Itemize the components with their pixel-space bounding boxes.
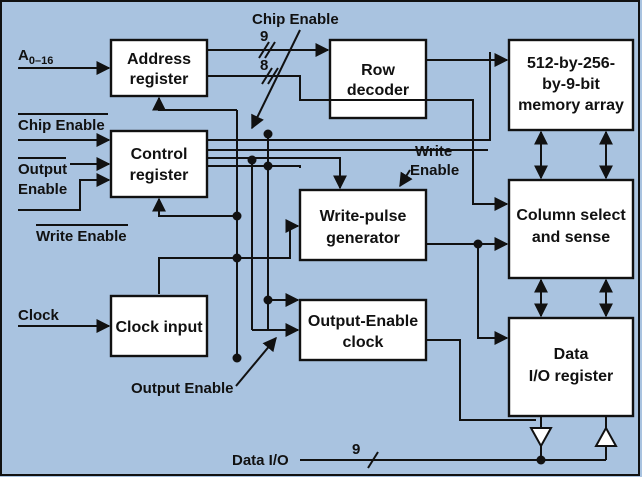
write-pulse-label-1: Write-pulse [320, 208, 407, 225]
write-enable-right-label-1: Write [415, 143, 452, 160]
output-enable-clock-label-1: Output-Enable [308, 313, 418, 330]
memory-array-label-1: 512-by-256- [527, 55, 615, 72]
bus-width-8-label: 8 [260, 57, 268, 74]
bus-slash-9b [264, 41, 276, 59]
bus-slash-data [367, 451, 379, 469]
bus-slash-8 [261, 67, 273, 85]
address-register-block: Address register [109, 38, 209, 98]
memory-array-block: 512-by-256- by-9-bit memory array [507, 38, 635, 132]
row-decoder-label-2: decoder [347, 82, 409, 99]
column-select-label-2: and sense [532, 229, 610, 246]
chip-enable-left-label: Chip Enable [18, 117, 105, 134]
junction-dots [232, 129, 546, 465]
control-to-writepulse-wire [207, 157, 347, 190]
row-decoder-label-1: Row [361, 62, 395, 79]
control-h-wire-4 [207, 165, 301, 168]
data-io-label: Data I/O [232, 452, 289, 469]
control-register-label-2: register [130, 167, 189, 184]
clock-to-bus-wire [158, 257, 237, 294]
write-pulse-generator-block: Write-pulse generator [298, 188, 428, 262]
oeclock-to-buffer-wire [426, 339, 536, 421]
control-to-top-wire [207, 52, 491, 141]
control-register-label-1: Control [131, 146, 188, 163]
output-enable-bottom-label: Output Enable [131, 380, 234, 397]
output-enable-bottom-wire [235, 336, 277, 387]
bus-slash-9 [258, 41, 270, 59]
output-enable-clock-block: Output-Enable clock [298, 298, 428, 362]
output-enable-clock-label-2: clock [343, 334, 384, 351]
data-io-register-block: Data I/O register [507, 316, 635, 418]
clock-input-label: Clock input [115, 319, 203, 336]
write-enable-right-label-2: Enable [410, 162, 459, 179]
address-label: A0–16 [18, 47, 53, 67]
write-enable-left-wire [18, 173, 111, 211]
column-select-block: Column select and sense [507, 178, 635, 280]
data-io-label-1: Data [554, 346, 589, 363]
output-buffer-icon [529, 427, 553, 449]
write-enable-left-label: Write Enable [36, 228, 127, 245]
address-register-label-2: register [130, 71, 189, 88]
bus-width-data-label: 9 [352, 441, 360, 458]
to-writepulse-wire [237, 219, 300, 259]
clock-input-block: Clock input [109, 294, 209, 358]
row-decoder-block: Row decoder [328, 38, 428, 120]
write-enable-right-wire [399, 169, 413, 188]
feedback-address-wire [152, 96, 237, 111]
address-to-column-wire [207, 75, 509, 211]
memory-array-label-3: memory array [518, 97, 624, 114]
chip-enable-top-label: Chip Enable [252, 11, 339, 28]
output-enable-label-2: Enable [18, 181, 67, 198]
column-select-label-1: Column select [516, 207, 626, 224]
chip-enable-top-wire [251, 29, 301, 130]
control-register-block: Control register [109, 129, 209, 199]
write-pulse-label-2: generator [326, 230, 400, 247]
bus-width-9-label: 9 [260, 28, 268, 45]
output-enable-label-1: Output [18, 161, 67, 178]
memory-array-label-2: by-9-bit [542, 76, 600, 93]
feedback-control-wire [152, 197, 237, 217]
clock-label: Clock [18, 307, 60, 324]
bus-slash-8b [267, 67, 279, 85]
address-register-label-1: Address [127, 51, 191, 68]
writepulse-to-io-wire [477, 244, 509, 345]
data-io-label-2: I/O register [529, 368, 613, 385]
input-buffer-icon [594, 425, 618, 447]
